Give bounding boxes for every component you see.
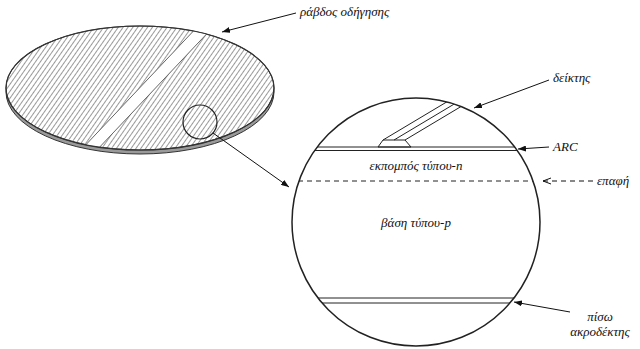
region-label: βάση τύπου-p [381,215,451,230]
finger-end [378,140,411,147]
back-contact [280,298,560,299]
magnifier-circle [292,98,540,346]
callout-label: δείκτης [553,70,590,85]
finger-edge [394,94,471,140]
arc-layer [280,150,560,151]
arc-layer [280,147,560,148]
region-label: εκπομπός τύπου-n [370,158,463,173]
arrow-head [543,178,551,184]
leader-line [222,13,296,32]
leader-line [514,302,570,312]
callout-label: ράβδος οδήγησης [300,4,389,19]
zoom-arrow [213,133,289,187]
finger-edge [383,94,460,140]
layer-region: εκπομπός τύπου-n [366,156,467,175]
leader-line [543,181,593,182]
detail-circle [183,105,217,139]
callout-label: ARC [553,139,578,154]
callout-label: επαφή [597,173,629,188]
wafer-outline [6,26,274,150]
junction-line [280,181,560,182]
leader-line [474,80,549,108]
finger-edge [405,94,482,140]
leader-line [518,147,549,149]
layer-region: βάση τύπου-p [377,213,455,232]
callout-label: πίσω ακροδέκτης [562,309,638,339]
